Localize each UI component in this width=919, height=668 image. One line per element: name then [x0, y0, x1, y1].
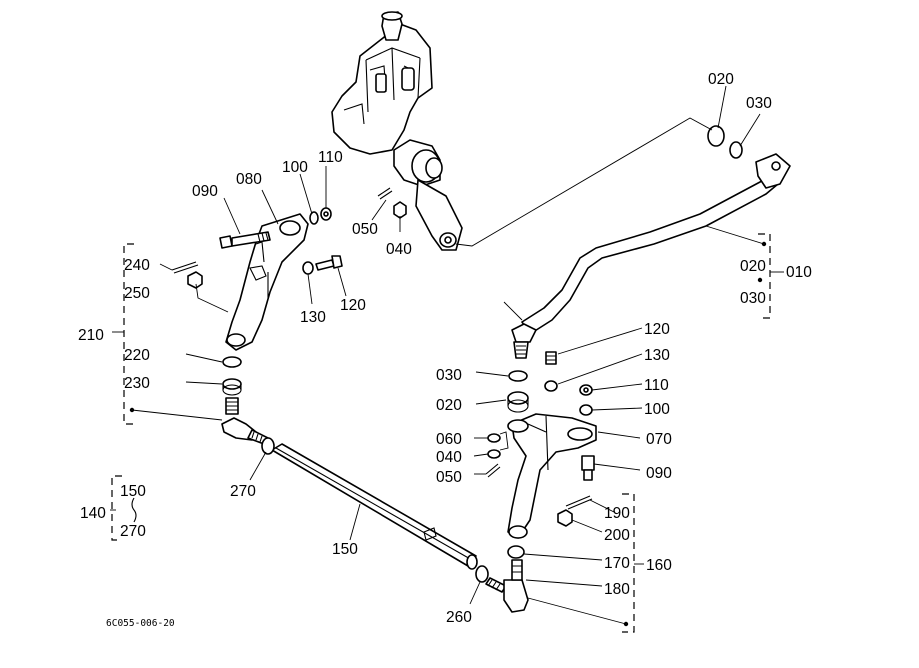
label-250: 250 [124, 285, 150, 302]
castle-nut-200 [557, 509, 573, 527]
label-130-left: 130 [300, 309, 326, 326]
leader-lines [129, 85, 767, 627]
label-060-right: 060 [436, 431, 462, 448]
label-210: 210 [78, 327, 104, 344]
label-160: 160 [646, 557, 672, 574]
label-020-top: 020 [708, 71, 734, 88]
nut-040-right [487, 449, 501, 459]
label-200: 200 [604, 527, 630, 544]
label-130-right: 130 [644, 347, 670, 364]
group-brackets [110, 233, 784, 633]
label-110-right: 110 [644, 377, 669, 394]
label-120-right: 120 [644, 321, 670, 338]
tie-rod-150 [261, 437, 478, 570]
label-090-right: 090 [646, 465, 672, 482]
nut-110-left [320, 207, 332, 221]
label-260: 260 [446, 609, 472, 626]
label-190: 190 [604, 505, 630, 522]
label-270-range: 270 [120, 523, 146, 540]
boot-170 [507, 545, 525, 559]
castle-nut-250 [187, 271, 203, 289]
nut-060-right [487, 433, 501, 443]
lead-line-060 [499, 431, 509, 451]
nut-110-right [579, 384, 593, 396]
part-labels: 020 030 020 030 010 100 110 090 080 050 … [78, 71, 812, 629]
bolt-120-right [545, 351, 557, 365]
bolt-090-right [581, 455, 595, 481]
knuckle-arm-left-080 [225, 213, 309, 351]
label-110-left: 110 [318, 149, 343, 166]
tie-rod-end-right-180 [485, 559, 529, 613]
spacer-020-right [507, 391, 529, 413]
label-150-rod: 150 [332, 541, 358, 558]
label-020-right: 020 [436, 397, 462, 414]
bolt-120-left [315, 255, 343, 271]
label-230: 230 [124, 375, 150, 392]
label-180: 180 [604, 581, 630, 598]
cotter-pin-190 [565, 495, 593, 510]
diagram-code: 6C055-006-20 [106, 618, 175, 629]
label-240: 240 [124, 257, 150, 274]
label-090-left: 090 [192, 183, 218, 200]
cotter-pin-240 [171, 261, 199, 274]
label-030-drag: 030 [740, 290, 766, 307]
label-010: 010 [786, 264, 812, 281]
pin-050-right [485, 463, 501, 478]
washer-130-right [544, 380, 558, 392]
knuckle-arm-right-070 [507, 413, 597, 539]
label-120-left: 120 [340, 297, 366, 314]
castle-nut-040-top [393, 201, 407, 219]
lead-line-gearbox [455, 117, 713, 247]
label-030-top: 030 [746, 95, 772, 112]
washer-100-left [309, 211, 319, 225]
cotter-pin-050-top [377, 187, 393, 200]
washer-130-left [302, 261, 314, 275]
label-150-range: 150 [120, 483, 146, 500]
label-020-drag: 020 [740, 258, 766, 275]
label-100-left: 100 [282, 159, 308, 176]
bolt-090-left [219, 231, 271, 249]
tie-rod-end-left-270 [221, 397, 269, 445]
label-220: 220 [124, 347, 150, 364]
label-040-right: 040 [436, 449, 462, 466]
label-170: 170 [604, 555, 630, 572]
label-270-end: 270 [230, 483, 256, 500]
label-040-top: 040 [386, 241, 412, 258]
lead-line-250 [195, 283, 229, 313]
seal-230 [222, 378, 242, 396]
label-050-top: 050 [352, 221, 378, 238]
nut-260 [475, 565, 489, 583]
label-070: 070 [646, 431, 672, 448]
label-140: 140 [80, 505, 106, 522]
label-050-right: 050 [436, 469, 462, 486]
drag-link-010 [511, 125, 791, 359]
label-080: 080 [236, 171, 262, 188]
washer-100-right [579, 404, 593, 416]
label-030-right: 030 [436, 367, 462, 384]
seal-030-right [508, 370, 528, 382]
label-100-right: 100 [644, 401, 670, 418]
steering-gearbox [331, 11, 463, 251]
spacer-220 [222, 356, 242, 368]
